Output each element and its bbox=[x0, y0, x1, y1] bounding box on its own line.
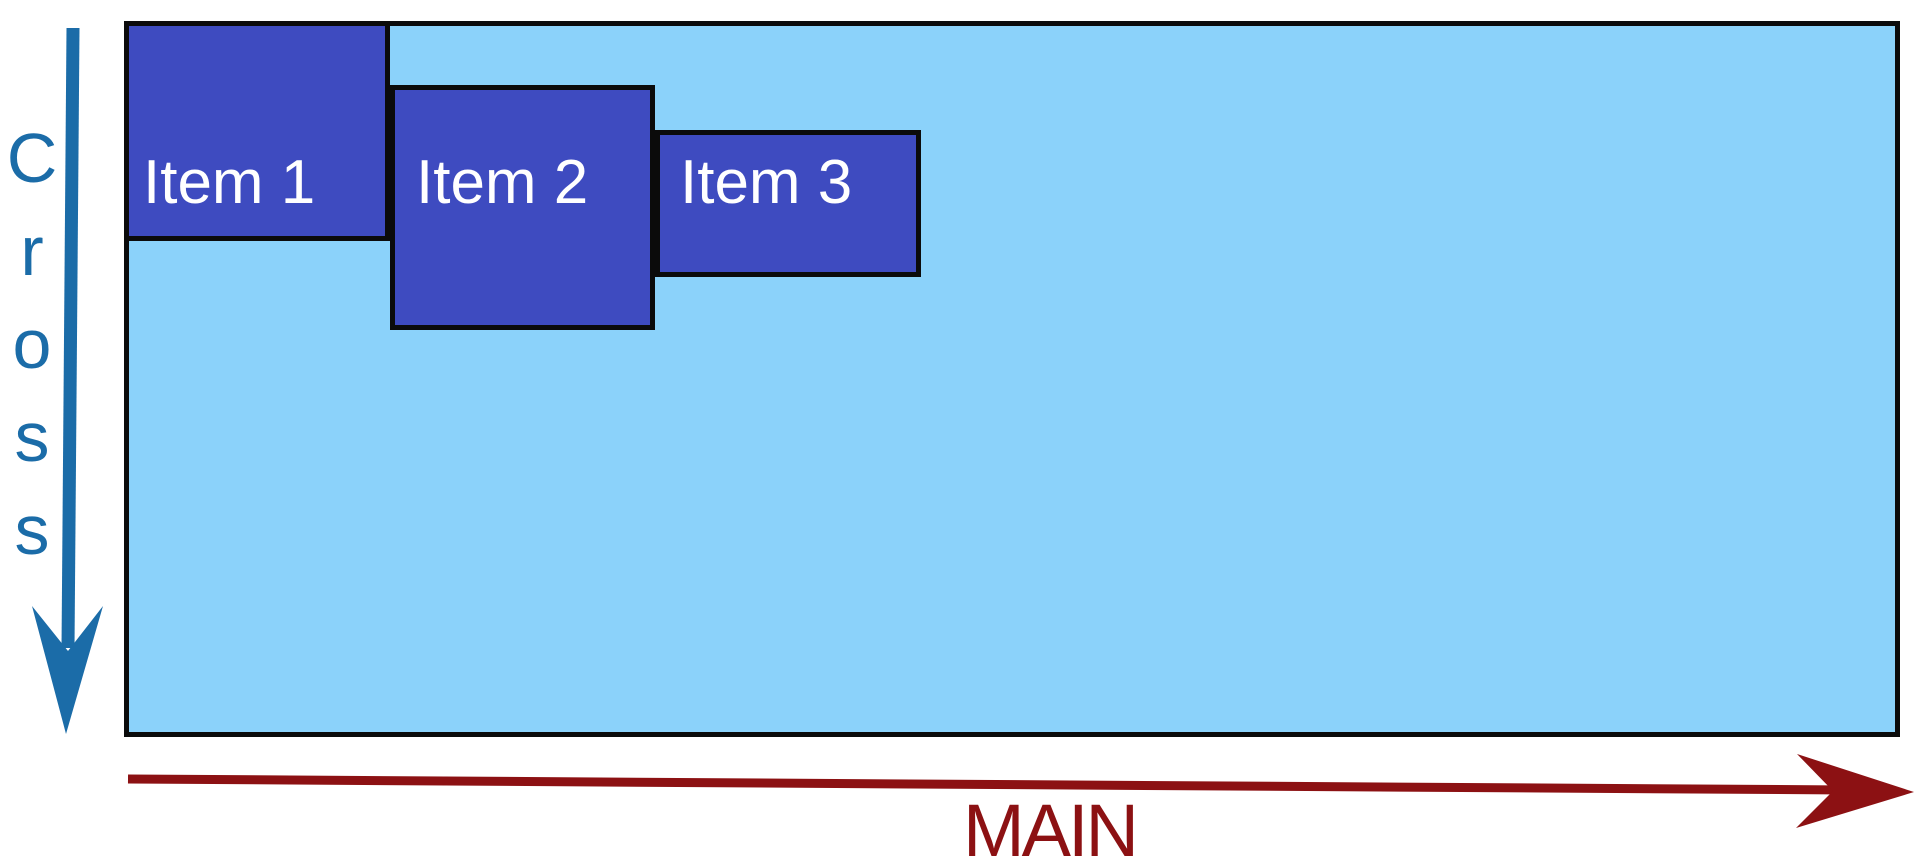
flex-item-3-label: Item 3 bbox=[680, 148, 853, 217]
cross-axis-letter: r bbox=[20, 212, 44, 290]
main-axis-label: MAIN bbox=[963, 789, 1139, 862]
flex-item-1-label: Item 1 bbox=[143, 148, 316, 217]
cross-axis-letter: o bbox=[12, 305, 52, 383]
flex-item-1: Item 1 bbox=[124, 21, 390, 241]
cross-axis-label: C r o s s bbox=[2, 112, 62, 577]
flex-item-2-label: Item 2 bbox=[416, 148, 589, 217]
flex-item-3: Item 3 bbox=[655, 130, 921, 277]
cross-axis-letter: C bbox=[6, 119, 58, 197]
cross-axis-letter: s bbox=[14, 491, 50, 569]
cross-axis-letter: s bbox=[14, 398, 50, 476]
flex-item-2: Item 2 bbox=[390, 85, 655, 330]
flex-container: Item 1 Item 2 Item 3 bbox=[124, 21, 1900, 737]
